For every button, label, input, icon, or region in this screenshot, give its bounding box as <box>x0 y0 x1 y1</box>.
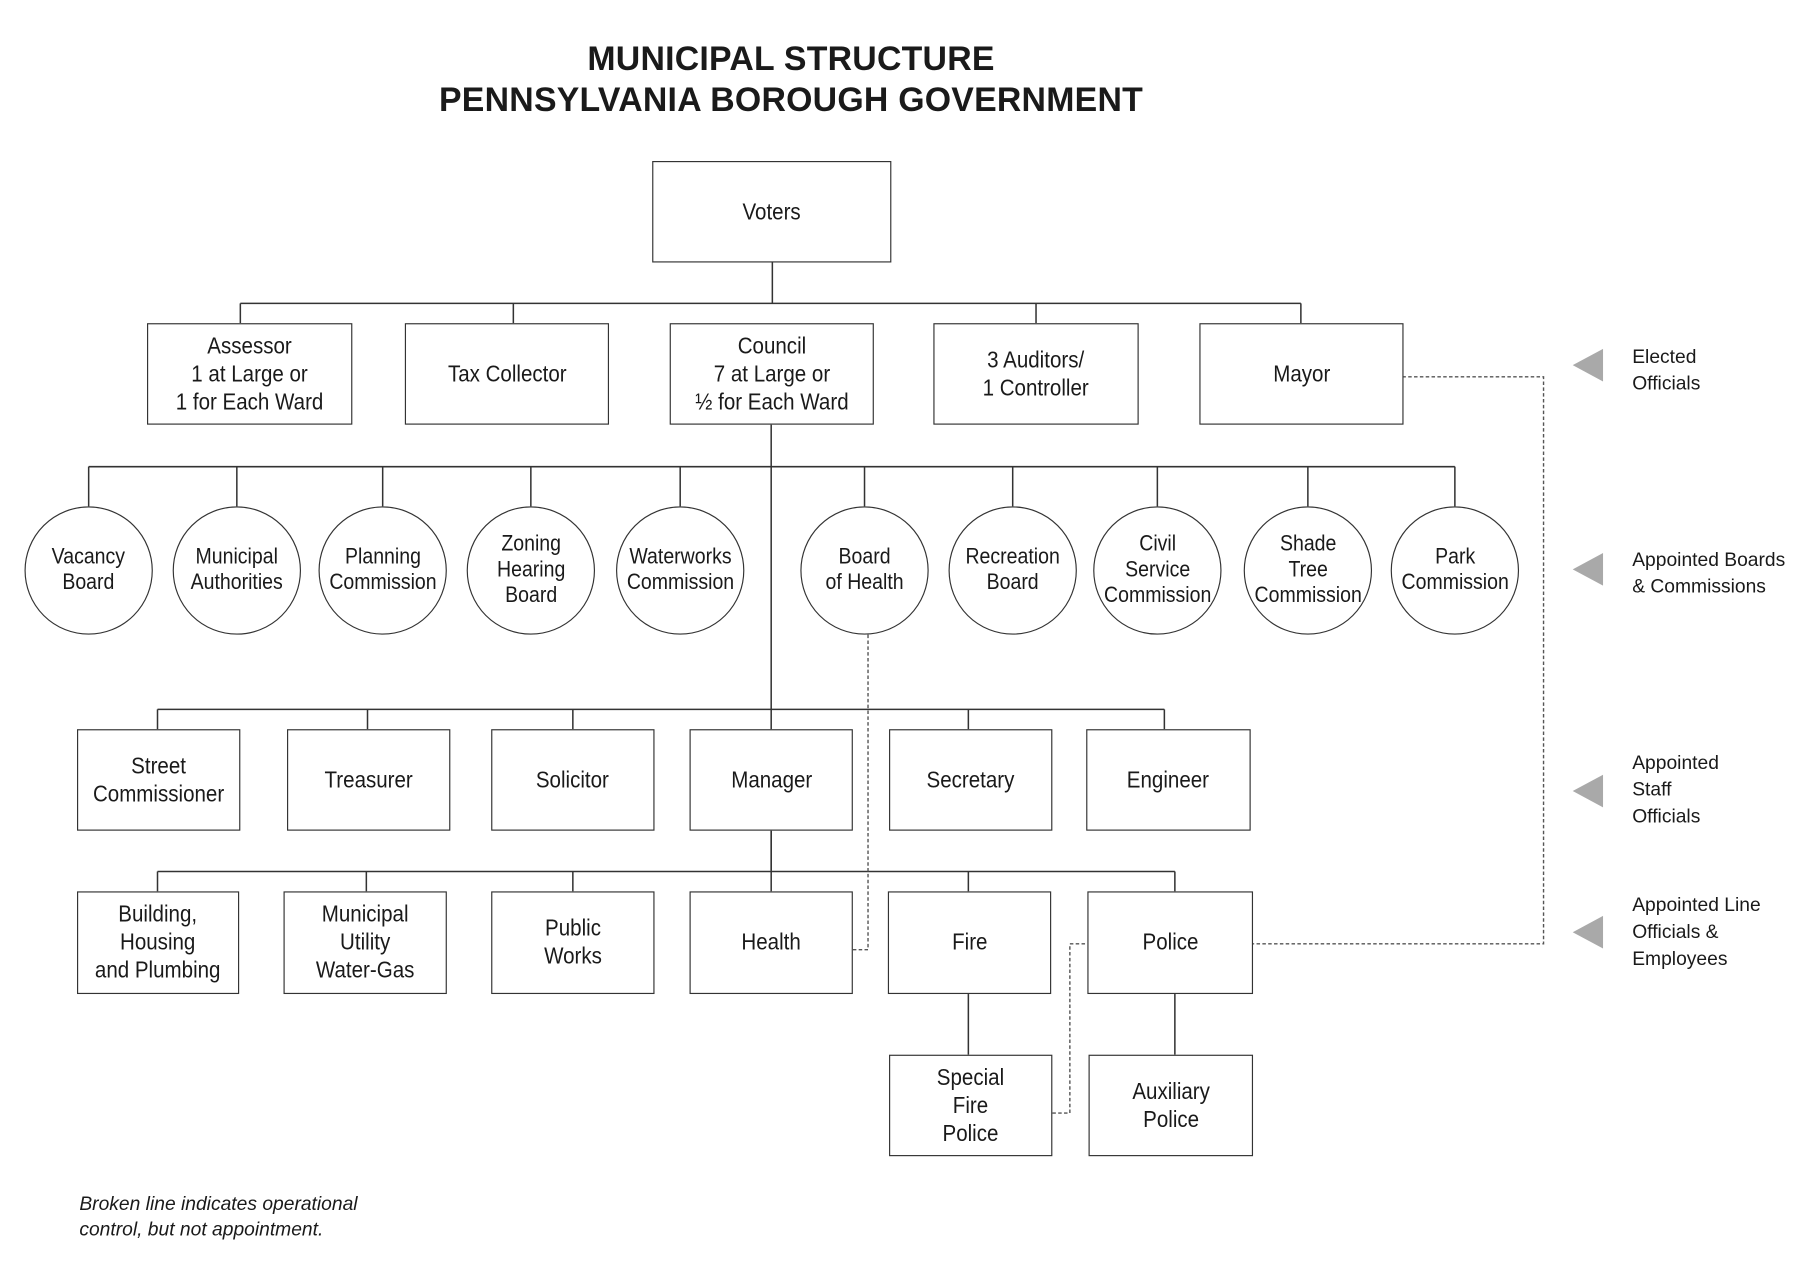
council-box: Council 7 at Large or ½ for Each Ward <box>669 323 874 425</box>
legend-triangle-icon <box>1572 774 1604 808</box>
staff-box: Solicitor <box>491 729 655 831</box>
line-box: Police <box>1087 891 1254 995</box>
line-box: Fire <box>887 891 1052 995</box>
legend-triangle-icon <box>1572 553 1604 586</box>
mayor-box: Mayor <box>1199 323 1404 425</box>
staff-box: Manager <box>689 729 853 831</box>
legend-line: Appointed Line Officials & Employees <box>1632 894 1761 970</box>
special-fire-police-box: Special Fire Police <box>889 1054 1053 1157</box>
board-circle: Board of Health <box>800 506 929 635</box>
line-box: Health <box>689 891 853 995</box>
staff-box: Street Commissioner <box>77 729 241 831</box>
board-circle: Recreation Board <box>948 506 1077 635</box>
line-box: Public Works <box>491 891 655 995</box>
legend-triangle-icon <box>1572 915 1604 949</box>
board-circle: Park Commission <box>1390 506 1520 635</box>
footnote: Broken line indicates operational contro… <box>79 1193 358 1241</box>
tax-collector-box: Tax Collector <box>404 323 610 425</box>
board-circle: Municipal Authorities <box>172 506 302 635</box>
staff-box: Engineer <box>1086 729 1251 831</box>
voters-box: Voters <box>652 161 892 263</box>
line-box: Municipal Utility Water-Gas <box>283 891 447 995</box>
assessor-box: Assessor 1 at Large or 1 for Each Ward <box>147 323 353 425</box>
board-circle: Waterworks Commission <box>616 506 745 635</box>
legend-boards: Appointed Boards & Commissions <box>1632 549 1786 598</box>
board-circle: Planning Commission <box>318 506 447 635</box>
legend-staff: Appointed Staff Officials <box>1632 752 1719 828</box>
board-circle: Zoning Hearing Board <box>466 506 596 635</box>
chart-title-line2: PENNSYLVANIA BOROUGH GOVERNMENT <box>439 81 1144 120</box>
staff-box: Treasurer <box>287 729 451 831</box>
dashed-connectors <box>851 376 1545 1114</box>
board-circle: Civil Service Commission <box>1093 506 1222 635</box>
board-circle: Shade Tree Commission <box>1243 506 1373 635</box>
line-box: Building, Housing and Plumbing <box>77 891 240 995</box>
staff-box: Secretary <box>889 729 1053 831</box>
legend-elected: Elected Officials <box>1632 346 1701 395</box>
solid-connectors <box>87 261 1456 1055</box>
board-circle: Vacancy Board <box>24 506 153 635</box>
auditors-box: 3 Auditors/ 1 Controller <box>933 323 1139 425</box>
chart-title-line1: MUNICIPAL STRUCTURE <box>587 40 995 79</box>
legend-triangle-icon <box>1572 348 1604 382</box>
auxiliary-police-box: Auxiliary Police <box>1088 1054 1254 1157</box>
